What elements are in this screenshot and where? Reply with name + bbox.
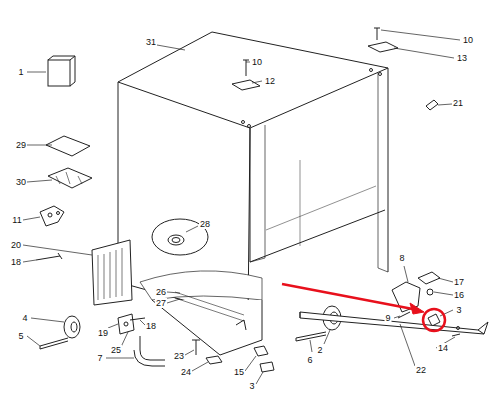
callout-number: 30	[15, 177, 27, 187]
callout-number: 16	[453, 290, 465, 300]
callout-number: 11	[11, 215, 22, 225]
callout-number: 19	[97, 328, 109, 338]
callout-number: 18	[145, 321, 157, 331]
callout-number: 18	[10, 257, 22, 267]
callout-number: 13	[456, 53, 468, 63]
callout-number: 12	[264, 76, 276, 86]
callout-number: 9	[384, 313, 391, 323]
callout-number: 27	[155, 298, 167, 308]
callout-number: 28	[199, 219, 211, 229]
callout-number: 4	[21, 313, 28, 323]
callout-number: 22	[415, 365, 427, 375]
callout-number: 1	[17, 67, 24, 77]
callout-number: 25	[110, 345, 122, 355]
callout-number: 15	[233, 367, 245, 377]
callout-number: 23	[173, 351, 185, 361]
callout-number: 21	[452, 98, 464, 108]
callout-number: 14	[437, 343, 449, 353]
callout-number: 5	[17, 331, 24, 341]
callout-number: 24	[180, 367, 192, 377]
callout-number: 26	[155, 287, 167, 297]
callout-number: 3	[248, 381, 255, 391]
callout-number: 29	[15, 140, 27, 150]
callout-number: 6	[306, 355, 313, 365]
callout-number: 3	[455, 305, 462, 315]
callout-number: 20	[10, 240, 22, 250]
callout-number: 31	[145, 37, 157, 47]
callout-number: 10	[251, 57, 263, 67]
callout-number: 7	[96, 353, 103, 363]
callout-number: 2	[316, 345, 323, 355]
callout-number: 17	[453, 277, 465, 287]
callout-number: 10	[462, 35, 474, 45]
callout-number: 8	[398, 253, 405, 263]
